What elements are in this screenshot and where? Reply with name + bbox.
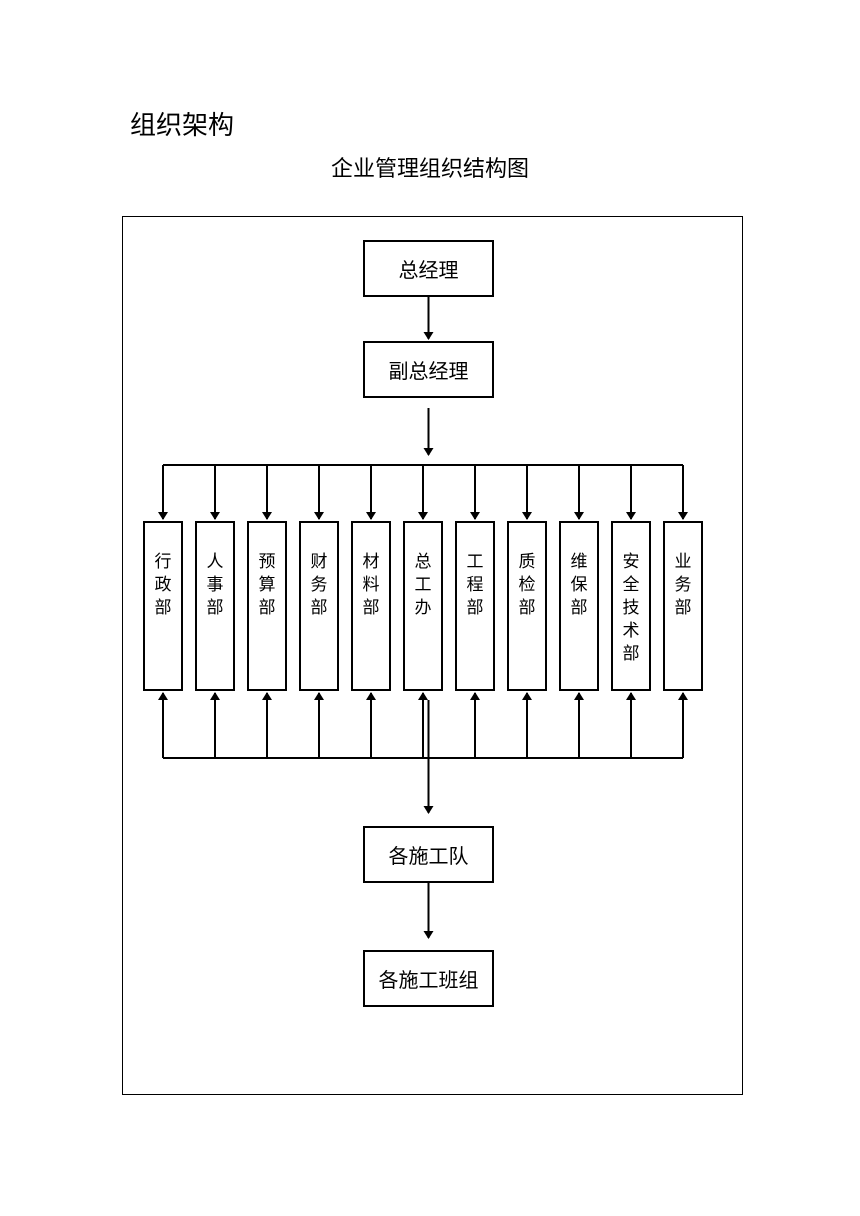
department-box: 安全技术部 (611, 521, 651, 691)
department-label-char: 工 (414, 575, 432, 595)
department-label-char: 务 (310, 575, 328, 595)
chart-title: 企业管理组织结构图 (330, 157, 529, 182)
org-chart-frame (122, 216, 743, 1095)
department-label: 工程部 (457, 551, 493, 620)
department-label-char: 检 (518, 575, 536, 595)
department-label-char: 部 (154, 598, 172, 618)
department-label-char: 全 (622, 575, 640, 595)
department-label: 维保部 (561, 551, 597, 620)
department-label: 人事部 (197, 551, 233, 620)
department-label: 安全技术部 (613, 551, 649, 666)
node-general-manager-label: 总经理 (398, 258, 459, 282)
node-vice-general-manager-label: 副总经理 (388, 359, 469, 383)
department-label-char: 财 (310, 552, 328, 572)
department-label: 财务部 (301, 551, 337, 620)
department-label: 预算部 (249, 551, 285, 620)
department-label-char: 务 (674, 575, 692, 595)
department-box: 业务部 (663, 521, 703, 691)
department-label-char: 业 (674, 552, 692, 572)
department-label-char: 部 (206, 598, 224, 618)
department-label-char: 部 (622, 644, 640, 664)
department-label: 质检部 (509, 551, 545, 620)
department-label: 材料部 (353, 551, 389, 620)
node-vice-general-manager: 副总经理 (363, 341, 494, 398)
department-label-char: 部 (674, 598, 692, 618)
department-label: 总工办 (405, 551, 441, 620)
department-label-char: 人 (206, 552, 224, 572)
node-construction-teams-label: 各施工队 (388, 844, 469, 868)
department-box: 材料部 (351, 521, 391, 691)
department-label: 业务部 (665, 551, 701, 620)
department-box: 人事部 (195, 521, 235, 691)
department-label-char: 质 (518, 552, 536, 572)
department-label-char: 算 (258, 575, 276, 595)
department-box: 财务部 (299, 521, 339, 691)
department-label-char: 预 (258, 552, 276, 572)
department-label-char: 维 (570, 552, 588, 572)
department-label-char: 部 (362, 598, 380, 618)
page-heading: 组织架构 (130, 111, 235, 141)
department-label-char: 政 (154, 575, 172, 595)
department-box: 预算部 (247, 521, 287, 691)
department-label: 行政部 (145, 551, 181, 620)
node-construction-groups: 各施工班组 (363, 950, 494, 1007)
department-label-char: 部 (570, 598, 588, 618)
department-box: 工程部 (455, 521, 495, 691)
department-label-char: 安 (622, 552, 640, 572)
department-label-char: 程 (466, 575, 484, 595)
department-label-char: 总 (414, 552, 432, 572)
department-box: 维保部 (559, 521, 599, 691)
department-label-char: 材 (362, 552, 380, 572)
node-general-manager: 总经理 (363, 240, 494, 297)
node-construction-groups-label: 各施工班组 (378, 968, 479, 992)
department-label-char: 部 (310, 598, 328, 618)
department-box: 总工办 (403, 521, 443, 691)
department-box: 质检部 (507, 521, 547, 691)
department-label-char: 部 (518, 598, 536, 618)
department-label-char: 技 (622, 598, 640, 618)
department-label-char: 料 (362, 575, 380, 595)
department-label-char: 术 (622, 621, 640, 641)
department-label-char: 部 (466, 598, 484, 618)
department-box: 行政部 (143, 521, 183, 691)
department-label-char: 保 (570, 575, 588, 595)
department-label-char: 行 (154, 552, 172, 572)
department-label-char: 事 (206, 575, 224, 595)
department-label-char: 工 (466, 552, 484, 572)
department-label-char: 部 (258, 598, 276, 618)
department-label-char: 办 (414, 598, 432, 618)
node-construction-teams: 各施工队 (363, 826, 494, 883)
